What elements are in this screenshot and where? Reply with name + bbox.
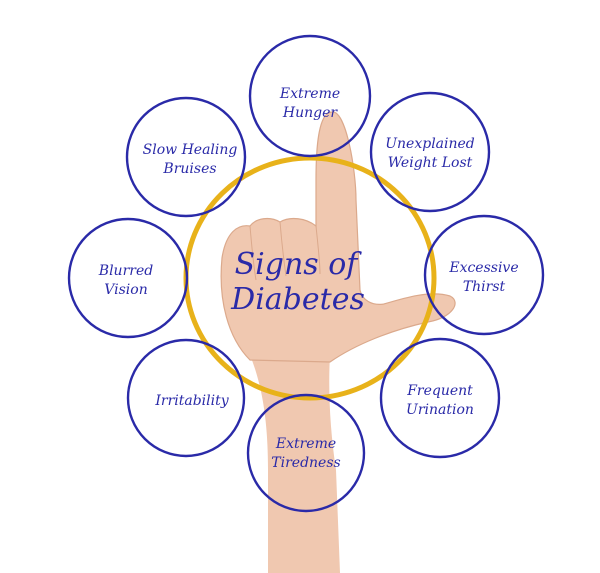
node-label-line1: Irritability: [154, 393, 229, 409]
node-label-line1: Extreme: [279, 86, 340, 102]
node-label-line1: Frequent: [406, 383, 473, 399]
node-ring: [126, 338, 246, 458]
node-label-line2: Hunger: [282, 105, 338, 121]
node-label-line2: Vision: [104, 282, 147, 298]
node-label-line2: Weight Lost: [388, 155, 473, 171]
node-label-line1: Excessive: [448, 260, 518, 276]
knuckle-lines: [249, 221, 321, 281]
node-label-line1: Slow Healing: [143, 142, 238, 158]
node-label-line1: Extreme: [275, 436, 336, 452]
node-ring: [125, 96, 247, 218]
forearm: [250, 355, 340, 573]
node-extreme-tiredness: Extreme Tiredness: [246, 393, 366, 513]
node-ring: [379, 337, 501, 459]
node-label-line2: Bruises: [162, 161, 216, 177]
node-unexplained-weight-lost: Unexplained Weight Lost: [369, 91, 491, 213]
node-extreme-hunger: Extreme Hunger: [248, 34, 372, 158]
node-label-line2: Tiredness: [271, 455, 340, 471]
node-slow-healing-bruises: Slow Healing Bruises: [125, 96, 247, 218]
node-excessive-thirst: Excessive Thirst: [423, 214, 545, 336]
node-irritability: Irritability: [126, 338, 246, 458]
node-ring: [246, 393, 366, 513]
node-ring: [369, 91, 491, 213]
node-blurred-vision: Blurred Vision: [67, 217, 189, 339]
node-label-line1: Unexplained: [385, 136, 475, 152]
node-label-line2: Urination: [406, 402, 474, 418]
node-label-line2: Thirst: [463, 279, 506, 295]
node-frequent-urination: Frequent Urination: [379, 337, 501, 459]
center-title-line1: Signs of: [235, 247, 363, 282]
palm: [220, 111, 456, 363]
node-ring: [423, 214, 545, 336]
node-label-line1: Blurred: [98, 263, 153, 279]
hand-illustration: [220, 111, 456, 573]
node-ring: [67, 217, 189, 339]
center-title-line2: Diabetes: [230, 282, 365, 317]
node-ring: [248, 34, 372, 158]
